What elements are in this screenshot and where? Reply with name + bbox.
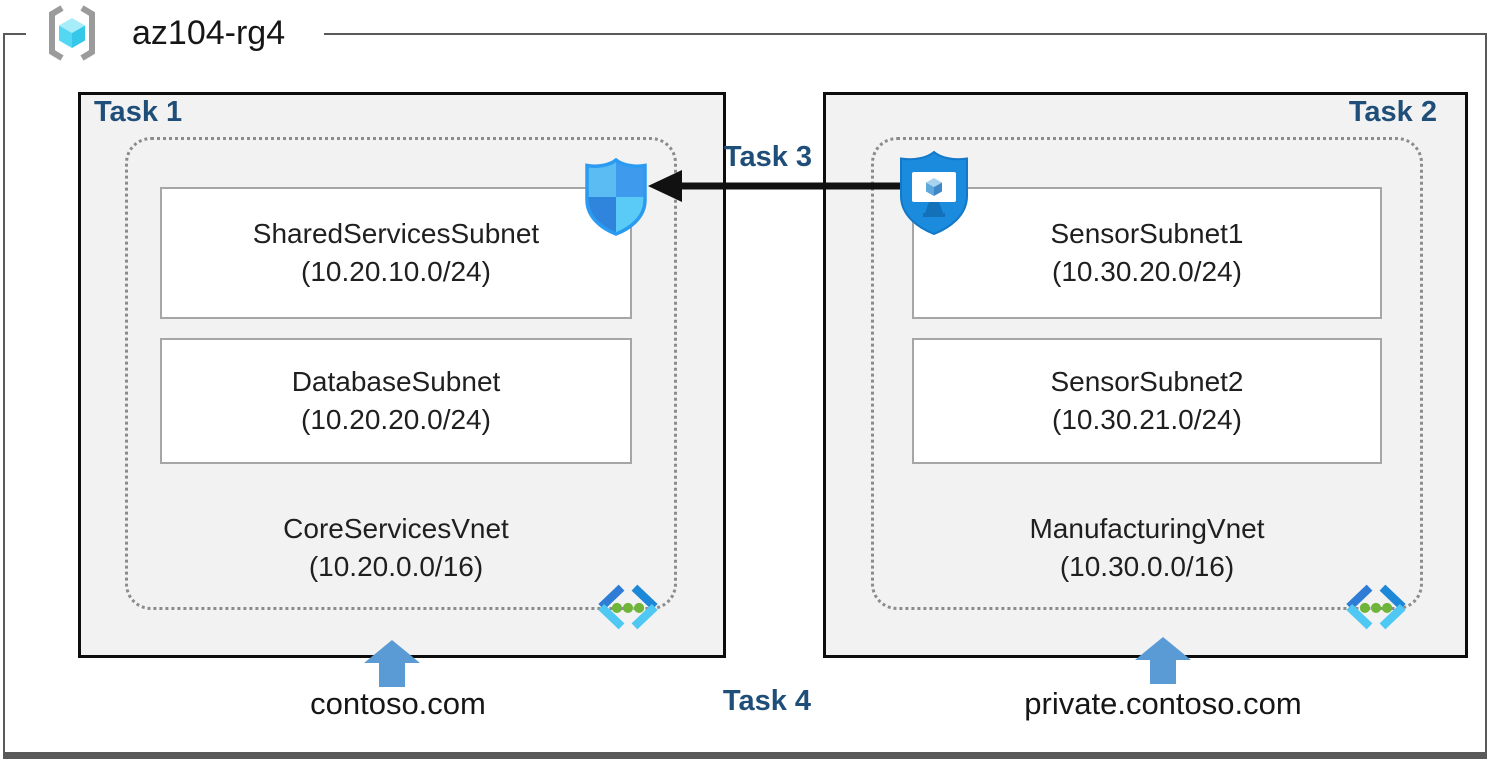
subnet-box-sensor1: SensorSubnet1 (10.30.20.0/24) [912, 187, 1382, 319]
subnet-name: SharedServicesSubnet [252, 218, 540, 249]
vnet-cidr-text: (10.20.0.0/16) [308, 551, 484, 582]
bastion-icon [898, 150, 970, 236]
subnet-cidr: (10.30.20.0/24) [1052, 256, 1242, 287]
virtual-network-icon [592, 583, 664, 631]
up-arrow-icon [1135, 637, 1191, 684]
nsg-shield-icon [584, 157, 648, 236]
virtual-network-icon [1340, 583, 1412, 631]
subnet-name: SensorSubnet1 [1050, 218, 1244, 249]
left-arrow-icon [648, 162, 930, 210]
dns-zone-label: private.contoso.com [1024, 686, 1302, 721]
resource-group-frame [3, 33, 1487, 759]
vnet-name-text: ManufacturingVnet [1029, 513, 1265, 544]
task4-label: Task 4 [722, 685, 812, 717]
vnet2-name: ManufacturingVnet (10.30.0.0/16) [912, 510, 1382, 586]
vnet1-name: CoreServicesVnet (10.20.0.0/16) [160, 510, 632, 586]
resource-group-header: az104-rg4 [26, 0, 324, 66]
subnet-cidr: (10.20.10.0/24) [301, 256, 491, 287]
vnet1-boundary [125, 137, 677, 610]
subnet-name: DatabaseSubnet [291, 366, 501, 397]
task3-label: Task 3 [723, 141, 813, 173]
up-arrow-icon [364, 640, 420, 687]
task2-label: Task 2 [1348, 96, 1437, 128]
vnet-name-text: CoreServicesVnet [283, 513, 509, 544]
vnet2-boundary [871, 137, 1423, 610]
resource-group-icon [42, 4, 102, 62]
subnet-box-database: DatabaseSubnet (10.20.20.0/24) [160, 338, 632, 464]
resource-group-name: az104-rg4 [132, 13, 286, 52]
task1-label: Task 1 [94, 96, 183, 128]
subnet-cidr: (10.20.20.0/24) [301, 404, 491, 435]
subnet-box-sensor2: SensorSubnet2 (10.30.21.0/24) [912, 338, 1382, 464]
subnet-box-sharedservices: SharedServicesSubnet (10.20.10.0/24) [160, 187, 632, 319]
subnet-cidr: (10.30.21.0/24) [1052, 404, 1242, 435]
subnet-name: SensorSubnet2 [1050, 366, 1244, 397]
dns-zone-label: contoso.com [310, 686, 486, 721]
vnet-cidr-text: (10.30.0.0/16) [1059, 551, 1235, 582]
